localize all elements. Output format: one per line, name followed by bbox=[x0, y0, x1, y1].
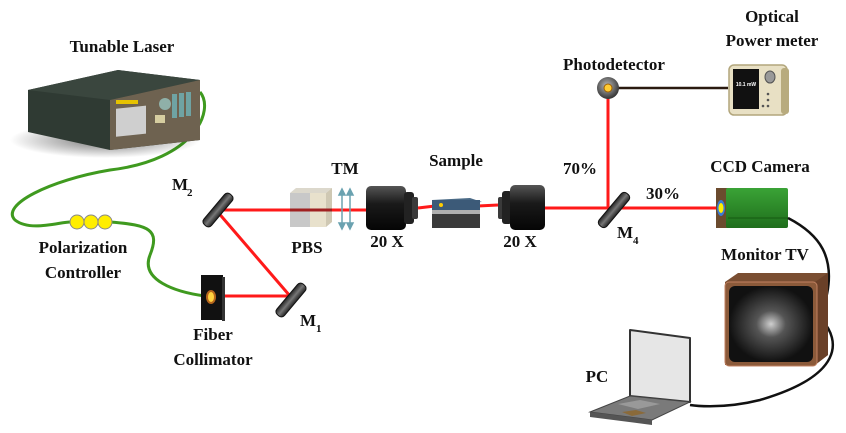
label-m2: M bbox=[172, 175, 188, 194]
tv-pc-cable bbox=[689, 319, 834, 408]
label-m1-sub: 1 bbox=[316, 323, 322, 335]
mirror-m2-icon bbox=[202, 192, 234, 228]
label-m4: M bbox=[617, 223, 633, 242]
label-tunable-laser: Tunable Laser bbox=[70, 37, 175, 56]
label-monitor-tv: Monitor TV bbox=[721, 245, 809, 264]
mirror-m1-icon bbox=[275, 282, 307, 318]
laptop-icon bbox=[588, 329, 692, 425]
label-m2-sub: 2 bbox=[187, 187, 193, 199]
power-meter-icon: 10.1 mW bbox=[728, 64, 789, 116]
tm-polarization-icon bbox=[337, 187, 355, 231]
monitor-tv-icon bbox=[724, 273, 828, 367]
label-tm: TM bbox=[331, 159, 358, 178]
label-split-70: 70% bbox=[563, 159, 597, 178]
polarization-controller-icon bbox=[69, 214, 113, 230]
label-objective-right: 20 X bbox=[503, 232, 537, 251]
beam-splitter-cube-icon bbox=[290, 188, 332, 227]
label-ccd-camera: CCD Camera bbox=[710, 157, 810, 176]
mirror-m4-icon bbox=[597, 191, 631, 229]
label-polarization: Polarization bbox=[39, 238, 128, 257]
label-optical: Optical bbox=[745, 7, 799, 26]
label-controller: Controller bbox=[45, 263, 122, 282]
objective-lens-left-icon bbox=[366, 186, 418, 230]
label-power-meter: Power meter bbox=[726, 31, 819, 50]
label-collimator: Collimator bbox=[173, 350, 253, 369]
label-fiber: Fiber bbox=[193, 325, 233, 344]
label-m1: M bbox=[300, 311, 316, 330]
label-pbs: PBS bbox=[291, 238, 322, 257]
ccd-camera-icon bbox=[716, 188, 788, 228]
label-m4-sub: 4 bbox=[633, 235, 639, 247]
label-pc: PC bbox=[586, 367, 609, 386]
objective-lens-right-icon bbox=[498, 185, 545, 230]
tunable-laser-icon bbox=[10, 70, 200, 158]
label-photodetector: Photodetector bbox=[563, 55, 665, 74]
fiber-collimator-icon bbox=[201, 275, 225, 321]
label-objective-left: 20 X bbox=[370, 232, 404, 251]
label-sample: Sample bbox=[429, 151, 483, 170]
power-meter-display: 10.1 mW bbox=[736, 82, 757, 88]
waveguide-sample-icon bbox=[432, 198, 482, 228]
photodetector-icon bbox=[597, 77, 619, 99]
label-split-30: 30% bbox=[646, 184, 680, 203]
